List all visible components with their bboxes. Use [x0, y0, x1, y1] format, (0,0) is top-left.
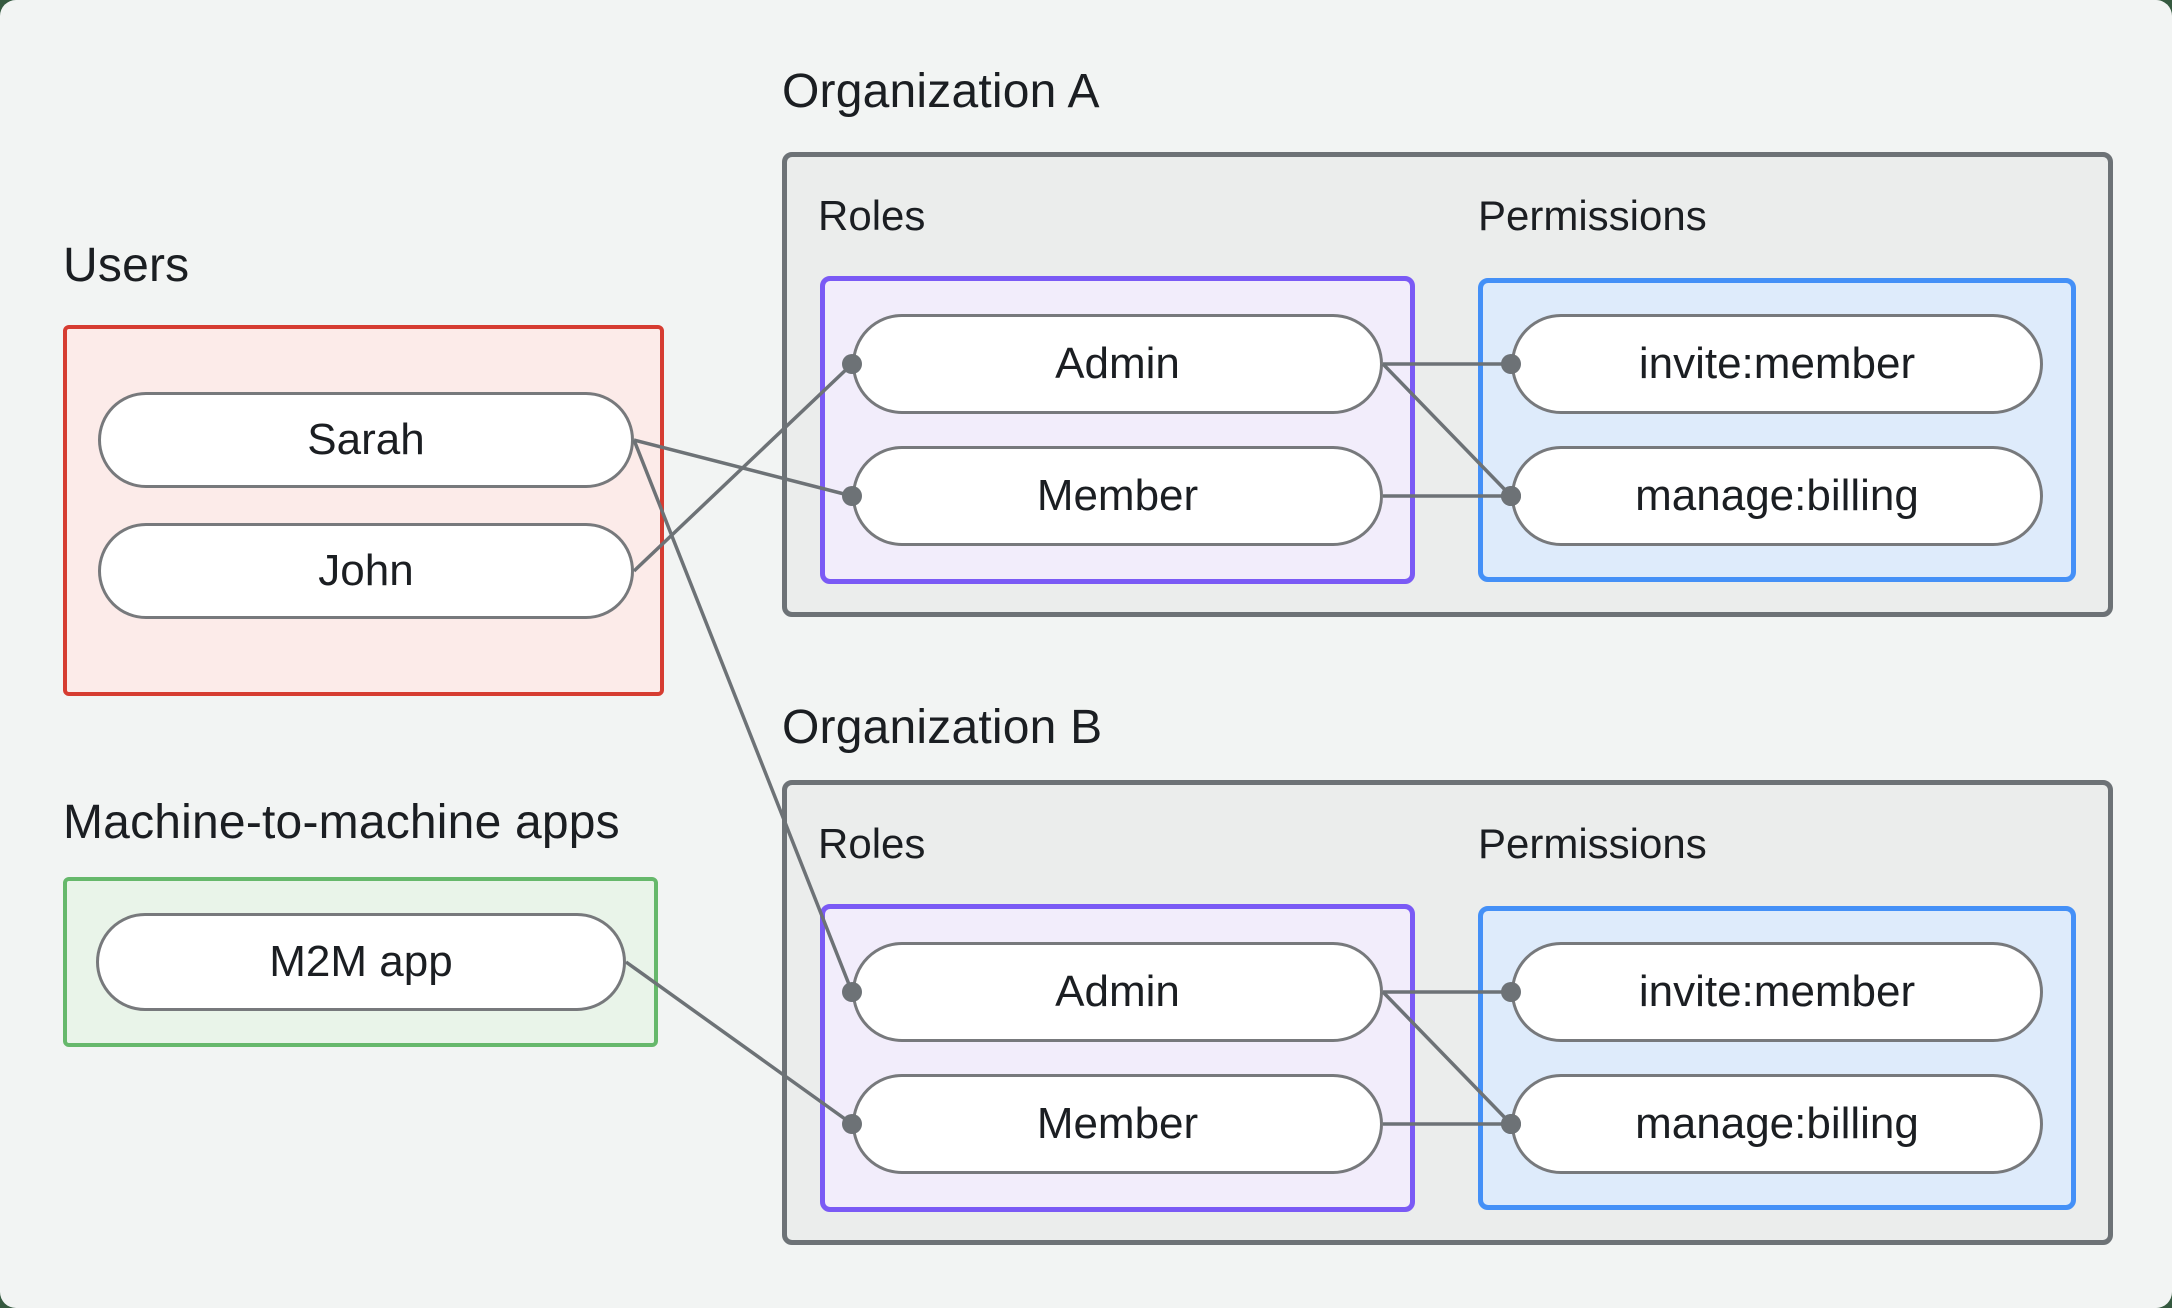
user-node-sarah: Sarah — [98, 392, 634, 488]
m2m-section-title: Machine-to-machine apps — [63, 796, 620, 849]
m2m-app-node-label: M2M app — [269, 937, 453, 986]
org-a-title: Organization A — [782, 65, 1100, 118]
org-b-role-admin: Admin — [852, 942, 1383, 1042]
users-section-title: Users — [63, 239, 190, 292]
org-a-permission-manage-billing: manage:billing — [1511, 446, 2043, 546]
m2m-app-node: M2M app — [96, 913, 626, 1011]
org-b-roles-label: Roles — [818, 820, 926, 867]
user-node-sarah-label: Sarah — [307, 415, 425, 464]
org-a-role-member-label: Member — [1036, 471, 1199, 520]
org-a-role-admin: Admin — [852, 314, 1383, 414]
org-b-permissions-label: Permissions — [1478, 820, 1707, 867]
org-a-roles-label: Roles — [818, 192, 926, 239]
org-b-title: Organization B — [782, 701, 1103, 754]
org-b-permission-invite-member-label: invite:member — [1638, 967, 1916, 1016]
org-a-permissions-label: Permissions — [1478, 192, 1707, 239]
org-b-permission-manage-billing: manage:billing — [1511, 1074, 2043, 1174]
org-b-role-member: Member — [852, 1074, 1383, 1174]
user-node-john-label: John — [318, 546, 414, 595]
users-group-box — [63, 325, 664, 696]
org-a-permission-manage-billing-label: manage:billing — [1635, 471, 1919, 520]
org-a-permission-invite-member-label: invite:member — [1638, 339, 1916, 388]
org-b-permission-manage-billing-label: manage:billing — [1635, 1099, 1919, 1148]
org-a-role-member: Member — [852, 446, 1383, 546]
user-node-john: John — [98, 523, 634, 619]
org-a-permission-invite-member: invite:member — [1511, 314, 2043, 414]
org-a-role-admin-label: Admin — [1055, 339, 1180, 388]
org-b-role-admin-label: Admin — [1055, 967, 1180, 1016]
org-b-permission-invite-member: invite:member — [1511, 942, 2043, 1042]
org-b-role-member-label: Member — [1036, 1099, 1199, 1148]
